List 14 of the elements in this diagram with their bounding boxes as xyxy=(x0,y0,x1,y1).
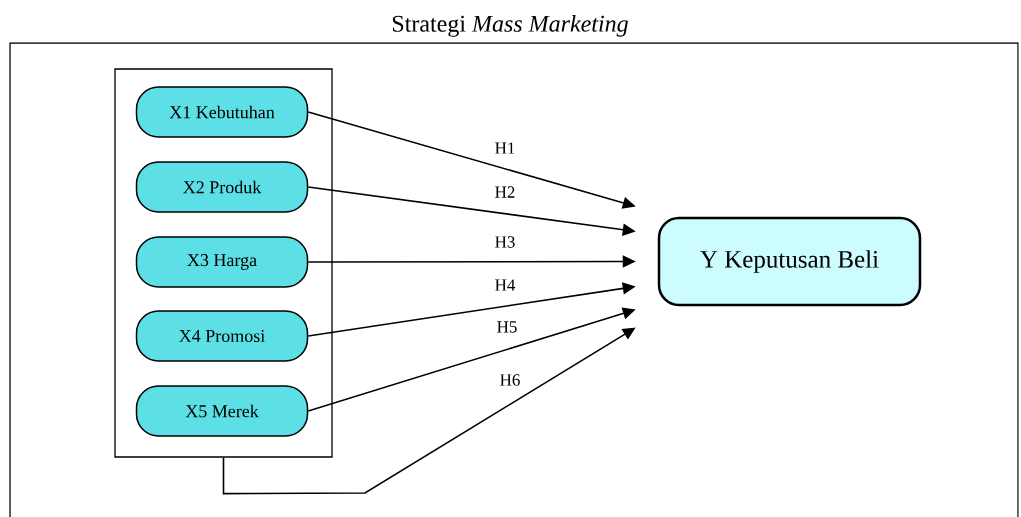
edge-label: H6 xyxy=(498,373,522,387)
variable-box: X3 Harga xyxy=(135,236,309,288)
edge-label: H2 xyxy=(493,185,517,199)
edge-label: H4 xyxy=(493,278,517,292)
group-box xyxy=(114,68,333,458)
variable-box: X5 Merek xyxy=(135,385,309,437)
edge-label: H1 xyxy=(493,141,517,155)
frame-heading: Strategi Mass Marketing xyxy=(392,14,628,37)
variable-box: X1 Kebutuhan xyxy=(135,86,309,138)
variable-box: X4 Promosi xyxy=(135,310,309,362)
edge-label: H5 xyxy=(495,320,519,334)
variable-box: X2 Produk xyxy=(135,161,309,213)
outcome-box: Y Keputusan Beli xyxy=(657,216,922,307)
edge-label: H3 xyxy=(493,235,517,249)
